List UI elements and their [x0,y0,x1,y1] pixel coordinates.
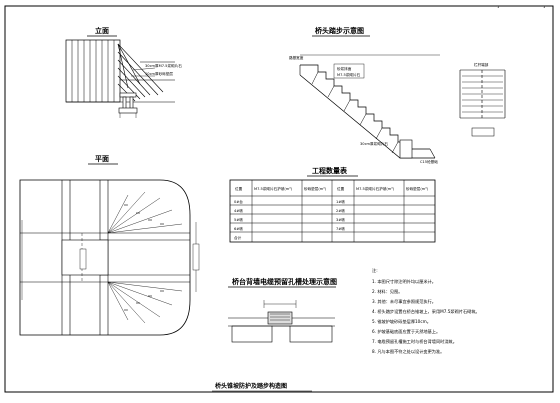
stair-detail-title: 桥头踏步示意图 [315,26,364,35]
stair-label-top: 路基宽度 [289,55,304,60]
quantity-table: 工程数量表 位置 M7.5浆砌片石护坡(m³) 砂砾垫层(m³) 位置 M7.5… [229,166,436,243]
table-header-4: M7.5浆砌片石护坡(m³) [356,186,395,191]
notes-block: 注: 1. 本图尺寸除注明外均以厘米计。 2. 材料：见图。 3. 其他：未尽事… [372,267,480,355]
table-cell: 3#墩 [336,217,345,222]
stair-label-mid: 砂浆抹面 [337,66,352,71]
note-item: 3. 其他：未尽事宜参照规范执行。 [372,298,436,305]
drawing-title: 桥头锥坡防护及踏步构造图 [215,382,287,390]
corner-mark-right: 1 [543,5,545,9]
table-header-3: 位置 [337,186,345,191]
note-item: 5. 锥坡护坡砂砾垫层厚10cm。 [372,318,431,325]
quantity-table-title: 工程数量表 [312,166,348,175]
pier-footing [118,107,138,114]
table-cell: 1#墩 [336,199,345,204]
note-item: 4. 桥头踏步设置在桥台锥坡上，采用M7.5浆砌片石砌筑。 [372,308,480,315]
note-item: 8. 凡与本图不符之处以设计变更为准。 [372,348,444,355]
stair-label-mid2: M7.5浆砌片石 [337,72,361,77]
stair-label-base: 30cm厚浆砌片石 [360,141,388,146]
table-cell-total: 合计 [234,235,242,240]
elevation-view: 立面 30cm厚M7.5浆砌片石 10cm厚砂砾垫层 [65,26,182,118]
sheet-frame [4,5,554,393]
elevation-note-masonry: 30cm厚M7.5浆砌片石 [145,63,182,68]
table-cell: 7#墩 [336,226,345,231]
table-header-5: 砂砾垫层(m³) [406,186,429,191]
cable-detail: 桥台背墙电缆预留孔槽处理示意图 [228,277,337,343]
plan-outline [19,179,191,336]
note-item: 2. 材料：见图。 [372,288,402,295]
embankment-block [65,39,121,103]
stair-profile [300,64,430,150]
note-item: 7. 电缆预留孔槽施工时与桥台背墙同时浇筑。 [372,338,457,345]
stair-label-side: 栏杆端部 [474,62,489,67]
table-header-2: 砂砾垫层(m³) [304,186,327,191]
note-item: 1. 本图尺寸除注明外均以厘米计。 [372,278,436,285]
plan-view: 平面 [19,155,200,336]
corner-mark-left: 1 [497,5,499,9]
table-header-0: 位置 [235,186,243,191]
table-cell: 2#墩 [336,208,345,213]
table-cell: 4#墩 [234,208,243,213]
cable-detail-title: 桥台背墙电缆预留孔槽处理示意图 [232,277,337,286]
stair-detail: 桥头踏步示意图 路基宽度 砂浆抹面 M7.5浆砌片石 30cm厚浆砌片石 C15… [289,26,506,164]
table-cell: 5#墩 [234,217,243,222]
note-item: 6. 护坡基础底面应置于天然地基上。 [372,328,440,335]
elevation-note-cushion: 10cm厚砂砾垫层 [145,71,173,76]
cable-trough [267,311,293,325]
notes-title: 注: [372,267,378,274]
table-cell: 6#墩 [234,226,243,231]
plan-title: 平面 [95,155,109,163]
stair-foundation [399,139,413,159]
elevation-title: 立面 [95,26,109,35]
table-cell: 0#台 [234,199,243,204]
stair-label-bottom: C15砼基础 [420,159,438,164]
table-header-1: M7.5浆砌片石护坡(m³) [254,186,293,191]
